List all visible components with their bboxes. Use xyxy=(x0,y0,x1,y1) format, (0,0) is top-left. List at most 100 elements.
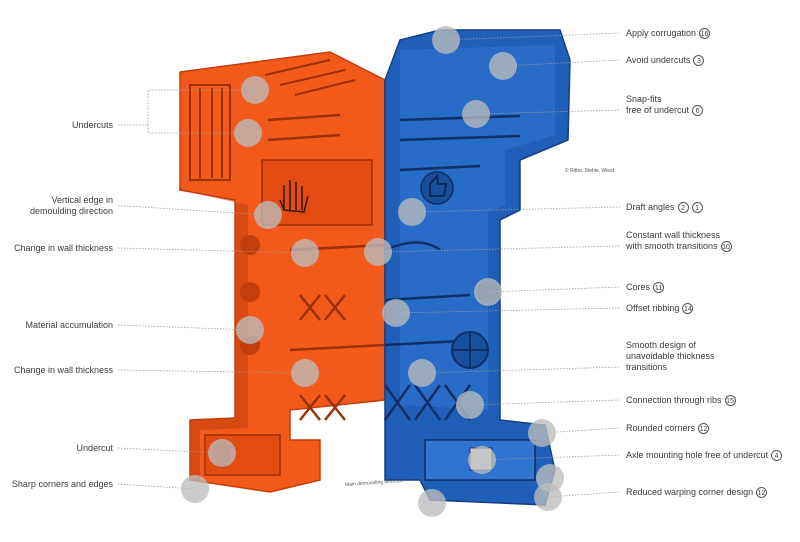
label-line: Offset ribbing xyxy=(626,303,680,313)
highlight-marker xyxy=(398,198,426,226)
label-line: Smooth design of xyxy=(626,340,697,350)
leader-line xyxy=(487,286,621,293)
reference-number-badge: 3 xyxy=(693,55,705,67)
highlight-marker xyxy=(418,489,446,517)
label-row: Constant wall thickness xyxy=(626,230,732,241)
label-undercut: Undercut xyxy=(76,443,113,454)
label-line: transitions xyxy=(626,362,668,372)
highlight-marker xyxy=(291,239,319,267)
label-line: Draft angles xyxy=(626,202,675,212)
label-undercuts: Undercuts xyxy=(72,120,113,131)
label-line: Sharp corners and edges xyxy=(11,479,113,489)
orange-hole xyxy=(240,282,260,302)
highlight-marker xyxy=(241,76,269,104)
leader-line xyxy=(117,247,306,254)
leader-line xyxy=(377,245,621,253)
label-line: Axle mounting hole free of undercut xyxy=(626,450,769,460)
orange-hole xyxy=(240,235,260,255)
reference-number-badge: 6 xyxy=(692,105,704,117)
reference-number-badge: 10 xyxy=(720,241,732,253)
reference-number-badge: 15 xyxy=(724,395,736,407)
highlight-markers xyxy=(181,26,564,517)
reference-number-badge: 16 xyxy=(699,28,711,40)
label-line: Undercut xyxy=(76,443,113,453)
label-line: Undercuts xyxy=(71,120,113,130)
label-line: Material accumulation xyxy=(25,320,113,330)
highlight-marker xyxy=(489,52,517,80)
highlight-marker xyxy=(254,201,282,229)
highlight-marker xyxy=(181,475,209,503)
reference-number-badge: 12 xyxy=(698,423,710,435)
highlight-marker xyxy=(536,464,564,492)
highlight-marker xyxy=(408,359,436,387)
label-wall-thickness-2: Change in wall thickness xyxy=(14,365,113,376)
orange-slots xyxy=(267,113,386,352)
reference-number-badge: 12 xyxy=(756,487,768,499)
label-line: Constant wall thickness xyxy=(626,230,721,240)
label-line: with smooth transitions xyxy=(626,241,718,251)
reference-number-badge: 4 xyxy=(771,450,783,462)
label-line: demoulding direction xyxy=(29,206,113,216)
image-credit: © Ritter, Stehle, Wiest xyxy=(565,168,614,174)
highlight-marker xyxy=(382,299,410,327)
highlight-marker xyxy=(236,316,264,344)
label-line: Change in wall thickness xyxy=(13,365,113,375)
highlight-marker xyxy=(462,100,490,128)
thumb-badge xyxy=(420,171,454,205)
label-row: Smooth design of xyxy=(626,340,715,351)
highlight-marker xyxy=(208,439,236,467)
label-line: Change in wall thickness xyxy=(13,243,113,253)
highlight-marker xyxy=(528,419,556,447)
leader-line xyxy=(117,447,223,454)
leader-line xyxy=(475,109,621,115)
label-material-accumulation: Material accumulation xyxy=(25,320,113,331)
leader-line xyxy=(469,399,621,406)
leader-line xyxy=(117,324,251,331)
highlight-marker xyxy=(364,238,392,266)
label-line: Rounded corners xyxy=(626,423,696,433)
highlight-marker xyxy=(234,119,262,147)
blue-x-ribs xyxy=(383,384,472,421)
label-line: Avoid undercuts xyxy=(626,55,691,65)
reference-number-badge: 1 xyxy=(691,202,703,214)
highlight-marker xyxy=(291,359,319,387)
label-line: Cores xyxy=(626,282,651,292)
orange-grid-frame xyxy=(189,84,231,181)
leader-line xyxy=(481,454,621,461)
leader-line xyxy=(395,307,621,314)
blue-wheel-spokes xyxy=(452,332,488,368)
label-row: transitions xyxy=(626,362,715,373)
highlight-marker xyxy=(474,278,502,306)
label-line: Vertical edge in xyxy=(51,195,113,205)
label-line: free of undercut xyxy=(626,105,690,115)
label-line: Apply corrugation xyxy=(626,28,697,38)
blue-part xyxy=(383,29,571,506)
label-row: unavoidable thickness xyxy=(626,351,715,362)
label-sharp-corners: Sharp corners and edges xyxy=(12,479,113,490)
blue-snap-slots xyxy=(399,114,521,172)
highlight-marker xyxy=(432,26,460,54)
hand-symbol xyxy=(279,180,309,213)
leader-line xyxy=(118,89,255,126)
leader-line xyxy=(117,369,306,374)
highlight-marker xyxy=(456,391,484,419)
label-line: Connection through ribs xyxy=(626,395,722,405)
